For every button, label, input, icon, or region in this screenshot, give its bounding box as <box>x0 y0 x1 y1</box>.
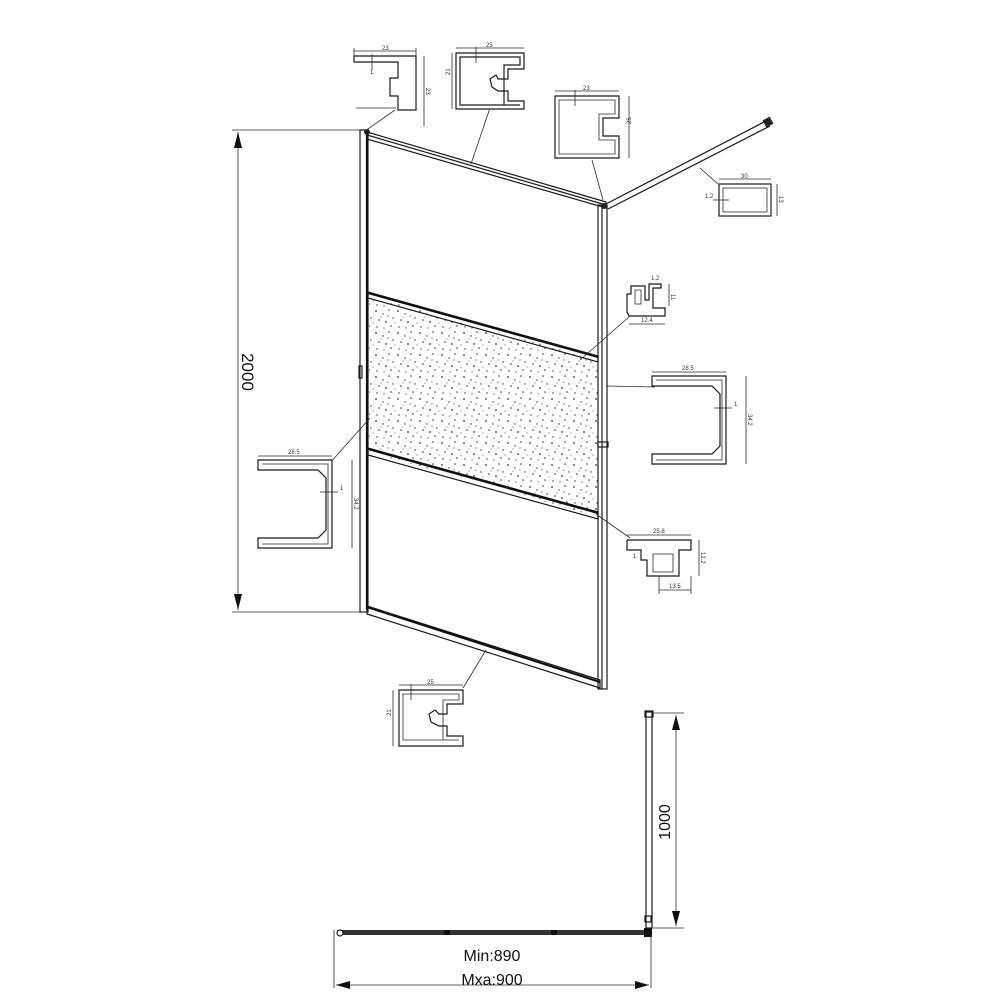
profile-support-bar: 30 13 1.2 <box>705 174 783 217</box>
dim-height: 11 <box>669 294 675 301</box>
frosted-glass-band <box>369 296 598 517</box>
panel-plan <box>337 930 651 935</box>
dim-width: 12.4 <box>641 318 653 324</box>
dim-thickness: 1 <box>633 554 637 560</box>
profile-corner-post: 23 25 <box>554 86 633 159</box>
height-dimension-2000: 2000 <box>232 129 362 613</box>
dim-thickness: 1 <box>734 402 738 408</box>
leader-lines <box>329 107 719 689</box>
profile-u-channel-right: 28.5 34.2 1 <box>651 366 752 465</box>
min-width-label: Min:890 <box>464 948 521 965</box>
dim-width: 28.5 <box>288 450 300 456</box>
dim-width: 25.8 <box>653 529 665 535</box>
dim-base: 13.5 <box>669 584 681 590</box>
profile-bottom-rail: 25 21 <box>387 680 464 747</box>
max-width-label: Mxa:900 <box>461 972 522 989</box>
dim-height: 21 <box>387 709 393 716</box>
dim-width: 25 <box>427 680 434 686</box>
arm-length-label: 1000 <box>657 804 674 840</box>
dim-height: 13 <box>777 196 783 203</box>
dim-height: 21 <box>446 68 452 75</box>
profile-wall-channel: 23 23 1 <box>353 46 430 126</box>
dim-width: 23 <box>583 86 590 92</box>
main-panel <box>358 116 774 690</box>
dim-thickness: 1 <box>340 486 344 492</box>
dim-height: 34.2 <box>352 498 358 510</box>
profile-top-rail: 25 21 <box>446 43 525 110</box>
dim-height: 34.2 <box>746 414 752 426</box>
dim-thickness: 1.2 <box>651 276 660 282</box>
dim-thickness: 1 <box>370 70 374 76</box>
profile-u-channel-left: 28.5 34.2 1 <box>257 450 358 549</box>
dim-width: 28.5 <box>682 366 694 372</box>
plan-view: 1000 Min:890 Mxa:900 <box>333 710 684 989</box>
dim-thickness: 1.2 <box>705 194 714 200</box>
dim-width: 23 <box>382 46 389 52</box>
dim-height: 12.2 <box>699 552 705 564</box>
dim-width: 25 <box>486 43 493 49</box>
profile-glass-clip: 11 1.2 12.4 <box>626 276 675 325</box>
dim-width: 30 <box>741 174 748 180</box>
bottom-rail <box>366 605 601 689</box>
dim-height: 25 <box>627 117 633 124</box>
profile-glass-transom: 25.8 12.2 13.5 1 <box>626 529 705 594</box>
dim-height: 23 <box>424 88 430 95</box>
height-label: 2000 <box>238 353 257 391</box>
support-arm-plan <box>645 711 653 929</box>
